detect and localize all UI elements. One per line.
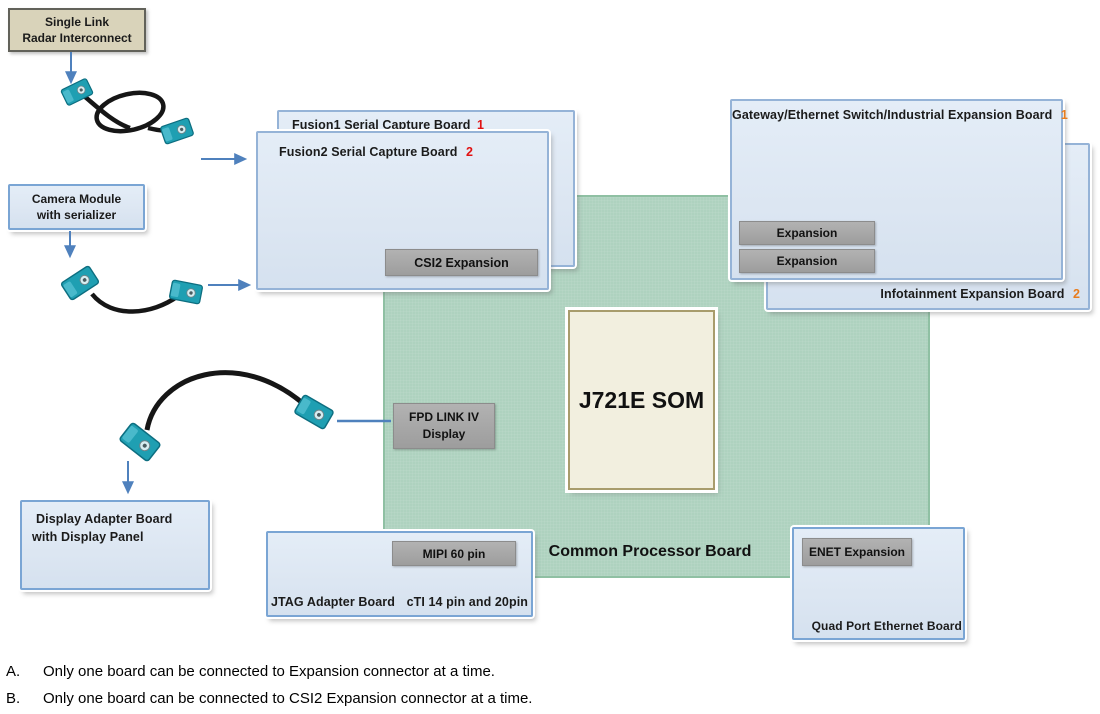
quad-port-label: Quad Port Ethernet Board — [811, 619, 962, 633]
footnote-b: B. Only one board can be connected to CS… — [6, 690, 533, 707]
fpd-link-display-connector: FPD LINK IV Display — [393, 403, 495, 449]
fusion1-board-label: Fusion1 Serial Capture Board 1 — [292, 118, 485, 132]
camera-module-box: Camera Module with serializer — [8, 184, 145, 230]
j721e-som: J721E SOM — [568, 310, 715, 490]
infotainment-number: 2 — [1072, 287, 1080, 301]
jtag-adapter-board: MIPI 60 pin JTAG Adapter Board cTI 14 pi… — [266, 531, 533, 617]
radar-cable — [60, 77, 195, 145]
fakra-connector-icon — [293, 393, 335, 431]
expansion-connector-bottom: Expansion — [739, 249, 875, 273]
jtag-board-label: JTAG Adapter Board cTI 14 pin and 20pin — [270, 595, 529, 609]
fusion2-board-label: Fusion2 Serial Capture Board 2 — [279, 145, 474, 159]
display-adapter-board: Display Adapter Board with Display Panel — [20, 500, 210, 590]
footnotes: A. Only one board can be connected to Ex… — [6, 658, 532, 712]
gateway-expansion-board: Gateway/Ethernet Switch/Industrial Expan… — [730, 99, 1068, 280]
fusion2-serial-capture-board: Fusion2 Serial Capture Board 2 CSI2 Expa… — [256, 131, 549, 290]
mipi-60pin-connector: MIPI 60 pin — [392, 541, 516, 566]
fakra-connector-icon — [118, 421, 162, 463]
infotainment-board-label: Infotainment Expansion Board 2 — [880, 287, 1080, 301]
expansion-connector-top: Expansion — [739, 221, 875, 245]
common-processor-board-label: Common Processor Board — [548, 543, 752, 560]
fakra-connector-icon — [60, 77, 94, 107]
fusion1-number: 1 — [477, 118, 485, 132]
fusion2-number: 2 — [466, 145, 474, 159]
gateway-board-label: Gateway/Ethernet Switch/Industrial Expan… — [732, 108, 1068, 122]
camera-cable — [59, 264, 204, 314]
fakra-connector-icon — [168, 279, 204, 305]
enet-expansion-connector: ENET Expansion — [802, 538, 912, 566]
fakra-connector-icon — [59, 264, 101, 302]
gateway-number: 1 — [1060, 108, 1068, 122]
fakra-connector-icon — [159, 117, 195, 145]
csi2-expansion-connector: CSI2 Expansion — [385, 249, 538, 276]
footnote-a: A. Only one board can be connected to Ex… — [6, 663, 495, 680]
display-cable — [118, 370, 335, 463]
quad-port-ethernet-board: ENET Expansion Quad Port Ethernet Board — [792, 527, 965, 640]
display-adapter-label: Display Adapter Board with Display Panel — [32, 512, 173, 544]
radar-interconnect-box: Single Link Radar Interconnect — [8, 8, 146, 52]
